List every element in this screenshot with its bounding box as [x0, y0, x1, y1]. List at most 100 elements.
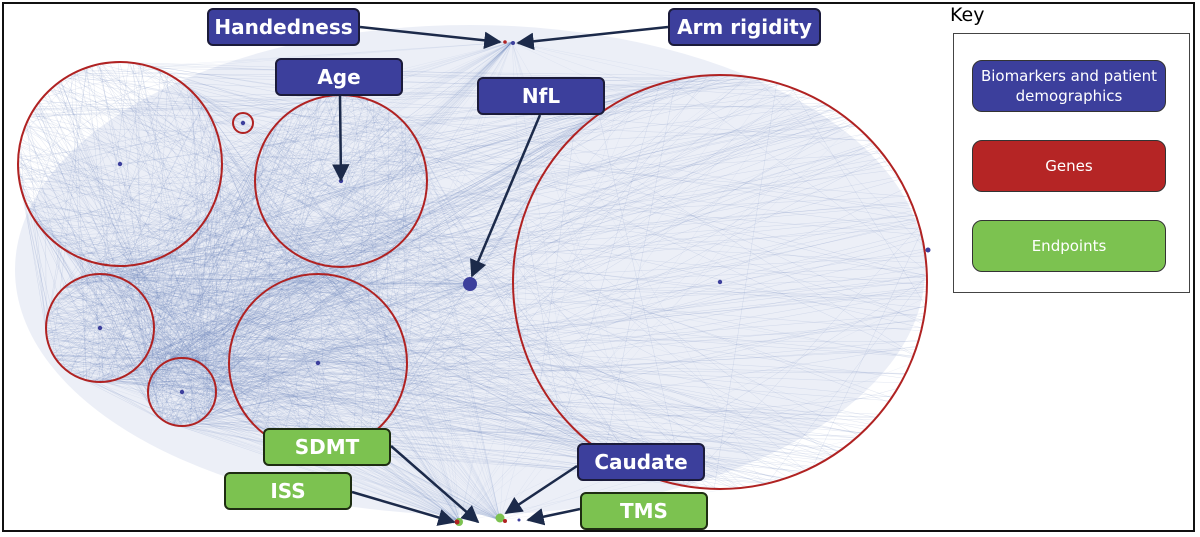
edge: [230, 109, 605, 345]
edge: [153, 333, 240, 405]
edge: [165, 255, 844, 449]
edge: [424, 200, 927, 276]
edge: [400, 344, 406, 395]
edge: [221, 153, 426, 168]
edge: [213, 222, 919, 379]
edge: [147, 365, 161, 392]
edge: [55, 296, 113, 381]
edge: [215, 194, 218, 397]
edge: [94, 264, 136, 382]
edge: [41, 213, 421, 230]
edge: [511, 41, 676, 81]
edge: [97, 64, 275, 441]
edge: [59, 363, 140, 366]
edge: [423, 122, 589, 159]
edge: [189, 41, 513, 359]
edge: [151, 101, 309, 343]
edge: [189, 274, 307, 426]
edge: [199, 100, 405, 384]
edge: [156, 354, 527, 415]
edge: [147, 391, 286, 447]
edge: [229, 205, 259, 378]
edge: [365, 263, 545, 392]
edge-layer: [15, 25, 928, 523]
edge: [92, 78, 682, 382]
edge: [469, 283, 628, 468]
edge: [204, 394, 217, 418]
edge: [183, 243, 461, 523]
edge: [49, 89, 515, 262]
edge: [135, 63, 401, 329]
edge: [72, 236, 519, 375]
edge: [20, 186, 517, 246]
edge: [408, 141, 568, 235]
edge: [323, 96, 872, 142]
edge: [64, 287, 258, 299]
edge: [153, 372, 834, 456]
label-sdmt: SDMT: [263, 428, 391, 466]
edge: [191, 76, 743, 237]
edge: [147, 238, 518, 353]
edge: [570, 138, 914, 355]
edge: [17, 166, 366, 288]
edge: [46, 323, 399, 326]
edge: [152, 339, 391, 415]
edge: [163, 282, 280, 422]
edge: [375, 102, 471, 285]
edge: [151, 100, 310, 378]
edge: [66, 76, 401, 244]
edge: [357, 96, 648, 476]
edge: [47, 235, 307, 452]
edge: [62, 288, 160, 418]
edge: [217, 194, 398, 323]
edge: [27, 119, 65, 288]
edge: [29, 77, 757, 118]
gene-cluster-ring: [45, 273, 155, 383]
edge: [372, 76, 692, 434]
edge: [204, 128, 273, 367]
edge: [212, 107, 833, 407]
edge: [148, 394, 215, 403]
edge: [51, 280, 127, 354]
edge: [86, 372, 407, 381]
edge: [47, 235, 666, 483]
edge: [406, 203, 425, 367]
edge: [408, 127, 575, 430]
edge: [122, 265, 461, 523]
edge: [17, 160, 135, 266]
edge: [17, 158, 155, 333]
edge: [17, 70, 162, 170]
edge: [173, 106, 298, 426]
gene-cluster-ring: [512, 74, 928, 490]
edge: [354, 95, 420, 146]
edge: [215, 160, 888, 397]
edge: [390, 118, 848, 252]
edge: [423, 157, 909, 197]
edge: [153, 176, 899, 319]
edge: [173, 360, 197, 425]
edge: [92, 274, 671, 484]
edge: [153, 336, 366, 439]
edge: [78, 70, 928, 280]
gene-cluster-ring: [147, 357, 217, 427]
edge: [54, 109, 293, 243]
edge: [164, 255, 235, 393]
edge: [254, 94, 345, 301]
edge: [426, 177, 501, 521]
edge: [215, 143, 875, 398]
edge: [152, 67, 739, 489]
edge: [33, 109, 152, 377]
edge: [152, 315, 501, 521]
edge: [92, 266, 347, 382]
edge: [125, 265, 370, 291]
edge: [263, 217, 461, 523]
edge: [459, 91, 640, 523]
edge: [158, 367, 202, 421]
edge: [74, 150, 880, 281]
edge: [212, 407, 246, 416]
edge: [215, 244, 399, 388]
edge: [174, 234, 922, 426]
edge: [45, 41, 513, 331]
edge: [182, 357, 276, 442]
